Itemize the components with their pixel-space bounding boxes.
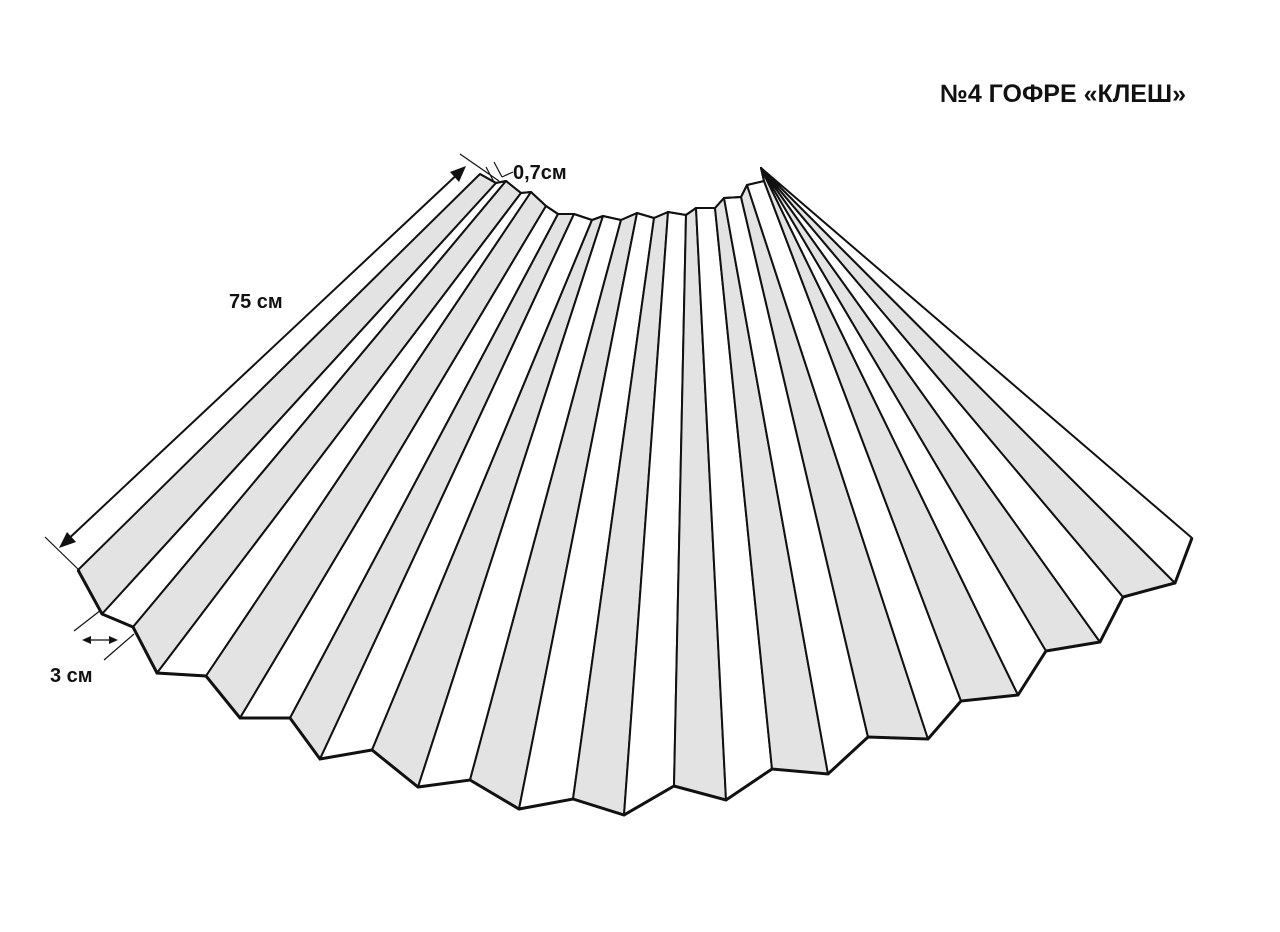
hem-zigzag-outline bbox=[76, 537, 1194, 817]
arrow-head-top bbox=[450, 166, 466, 182]
length-extension-bottom bbox=[44, 536, 81, 572]
top-pleat-dimension bbox=[485, 161, 514, 183]
bottom-pleat-tick-2 bbox=[103, 633, 135, 661]
waist-zigzag-outline bbox=[479, 167, 766, 222]
arrow-head-bottom bbox=[59, 532, 76, 548]
pleat-panels bbox=[77, 167, 1193, 816]
top-pleat-tick-1 bbox=[485, 166, 495, 183]
top-pleat-tick-2 bbox=[493, 161, 503, 178]
bottom-pleat-tick-1 bbox=[73, 609, 102, 632]
length-dimension bbox=[44, 153, 500, 572]
top-pleat-label: 0,7см bbox=[513, 162, 567, 184]
length-dimension-line bbox=[62, 168, 464, 545]
diagram-title: №4 ГОФРЕ «КЛЕШ» bbox=[940, 80, 1186, 108]
length-label: 75 см bbox=[229, 291, 283, 313]
bottom-pleat-label: 3 см bbox=[50, 665, 93, 687]
bottom-pleat-arrow-right bbox=[109, 636, 118, 644]
bottom-pleat-arrow-left bbox=[82, 636, 91, 644]
bottom-pleat-dimension bbox=[73, 609, 135, 661]
top-pleat-leader bbox=[501, 171, 514, 178]
length-extension-top bbox=[459, 153, 500, 182]
